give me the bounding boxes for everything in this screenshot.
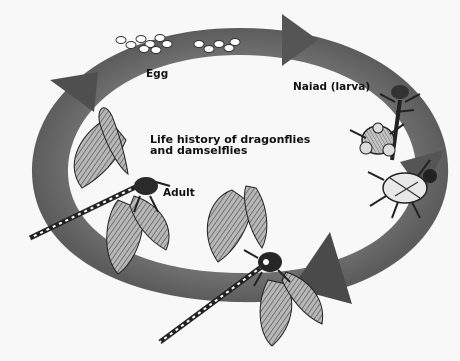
stage-label-naiad: Naiad (larva) [293, 82, 370, 93]
diagram-title: Life history of dragonflies and damselfl… [150, 134, 310, 156]
stage-label-adult: Adult [163, 188, 195, 199]
stage-label-egg: Egg [146, 69, 168, 80]
adult-dragonfly-center [160, 186, 323, 346]
diagram-title-line-2: and damselflies [150, 145, 310, 156]
